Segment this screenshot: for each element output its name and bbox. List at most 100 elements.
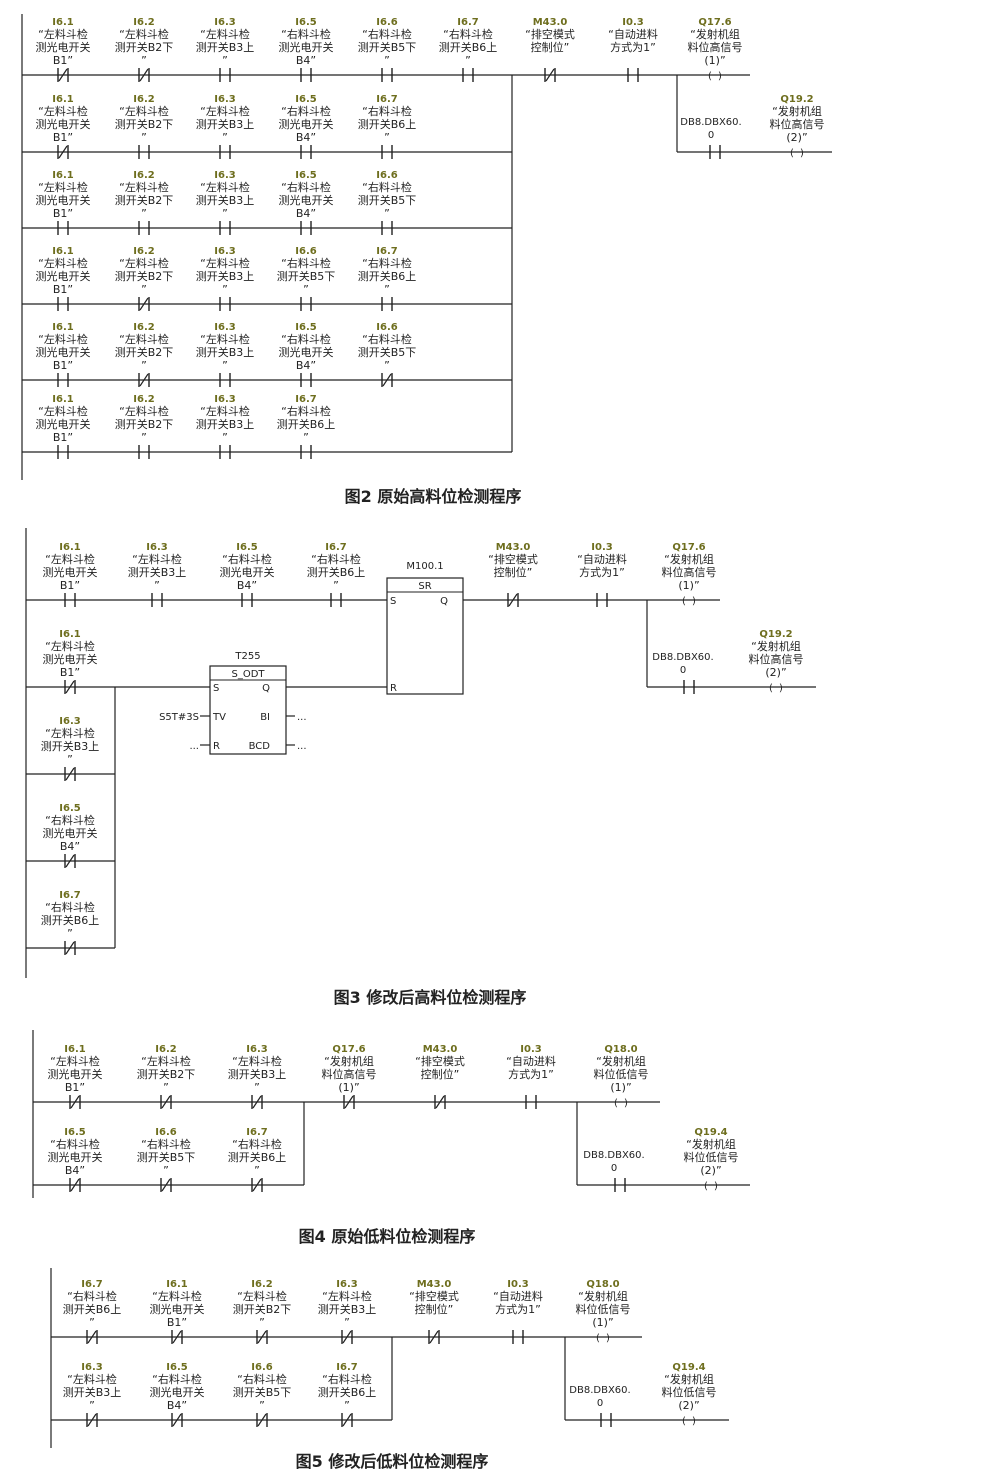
fig5-row1-0-label: 测开关B3上 xyxy=(63,1385,122,1399)
fig4-row1-0-label: 测光电开关 xyxy=(48,1150,103,1164)
fig4-row0-2-nc-slash xyxy=(252,1095,262,1109)
fig3-timer-pin-tv: TV xyxy=(212,712,226,723)
fig3-reset2-nc-slash xyxy=(65,854,75,868)
fig3-set-2-label: 测光电开关 xyxy=(220,565,275,579)
fig5-coil-branch-label: “发射机组 xyxy=(664,1372,714,1386)
fig3-coil-branch-db-bit: 0 xyxy=(680,665,686,676)
fig3-sr-addr: M100.1 xyxy=(406,561,443,572)
fig2-row3-4-address: I6.7 xyxy=(376,246,397,257)
fig3-series1-address: I0.3 xyxy=(591,542,612,553)
fig3-reset3-label: “右料斗检 xyxy=(45,900,95,914)
fig2-row0-1-label: ” xyxy=(141,54,147,67)
fig2-row4-1-address: I6.2 xyxy=(133,322,154,333)
fig2-row2-4-label: 测开关B5下 xyxy=(358,193,417,207)
fig3-series1-label: 方式为1” xyxy=(579,565,625,579)
fig3-timer-pin-bcd: BCD xyxy=(249,741,271,752)
fig3-frame xyxy=(25,528,648,978)
fig2-row1-4-address: I6.7 xyxy=(376,94,397,105)
fig5-coil-branch-label: (2)” xyxy=(678,1399,699,1412)
fig4-row1-0-label: “右料斗检 xyxy=(50,1137,100,1151)
fig2-row3-3-label: ” xyxy=(303,283,309,296)
fig3-coil-branch-label: (2)” xyxy=(765,666,786,679)
fig2-row3-1-nc-slash xyxy=(139,297,149,311)
fig5-row1-2-address: I6.6 xyxy=(251,1362,272,1373)
fig5-row1-2-label: 测开关B5下 xyxy=(233,1385,292,1399)
fig5-series1-address: I0.3 xyxy=(507,1279,528,1290)
fig4-row1-2-label: 测开关B6上 xyxy=(228,1150,287,1164)
fig3-coil-branch-label: 料位高信号 xyxy=(749,652,804,666)
fig5-row1-0-address: I6.3 xyxy=(81,1362,102,1373)
fig2-row4-2-label: “左料斗检 xyxy=(200,332,250,346)
fig2-row2-0-address: I6.1 xyxy=(52,170,73,181)
fig2-row3-2-address: I6.3 xyxy=(214,246,235,257)
fig5-coil-branch-coil-close: ) xyxy=(692,1416,696,1427)
fig2-row2-1-label: “左料斗检 xyxy=(119,180,169,194)
fig2-row3-2-label: ” xyxy=(222,283,228,296)
fig4-row0-0-label: “左料斗检 xyxy=(50,1054,100,1068)
fig5-row1-2-label: “右料斗检 xyxy=(237,1372,287,1386)
fig4-coil-branch-label: (2)” xyxy=(700,1164,721,1177)
fig4-series0-nc-slash xyxy=(344,1095,354,1109)
fig2-row3-0-label: 测光电开关 xyxy=(36,269,91,283)
fig2-row0-3-label: 测光电开关 xyxy=(279,40,334,54)
fig4-series1-address: M43.0 xyxy=(423,1044,458,1055)
fig3-reset3-nc-slash xyxy=(65,941,75,955)
fig5-row0-2-nc-slash xyxy=(257,1330,267,1344)
fig3-coil-main-label: (1)” xyxy=(678,579,699,592)
fig2-row5-0-address: I6.1 xyxy=(52,394,73,405)
fig2-row2-2-label: “左料斗检 xyxy=(200,180,250,194)
fig4-row0-0-address: I6.1 xyxy=(64,1044,85,1055)
fig2-row1-3-label: B4” xyxy=(296,131,316,144)
fig5-row0-0-nc-slash xyxy=(87,1330,97,1344)
fig4-coil-main-coil-open: ( xyxy=(614,1098,618,1109)
fig4-row0-0-nc-slash xyxy=(70,1095,80,1109)
fig4-series1-nc-slash xyxy=(435,1095,445,1109)
fig3-set-1-label: ” xyxy=(154,579,160,592)
fig2-row4-2-label: ” xyxy=(222,359,228,372)
fig4-series1-label: “排空模式 xyxy=(415,1054,465,1068)
fig2-row4-1-nc-slash xyxy=(139,373,149,387)
fig3-set-1-address: I6.3 xyxy=(146,542,167,553)
fig3-coil-branch-db-address: DB8.DBX60. xyxy=(652,652,713,663)
fig3-timer-pin-bi: BI xyxy=(260,712,270,723)
fig4-row0-2-address: I6.3 xyxy=(246,1044,267,1055)
fig4-coil-main-label: “发射机组 xyxy=(596,1054,646,1068)
fig3-reset0-nc-slash xyxy=(65,680,75,694)
fig4-coil-branch-coil-close: ) xyxy=(714,1181,718,1192)
fig2-row3-0-address: I6.1 xyxy=(52,246,73,257)
fig3-reset0-label: B1” xyxy=(60,666,80,679)
fig2-row5-3-label: 测开关B6上 xyxy=(277,417,336,431)
fig2-series0-address: M43.0 xyxy=(533,17,568,28)
fig5-row0-1-label: B1” xyxy=(167,1316,187,1329)
fig2-row0-5-label: “右料斗检 xyxy=(443,27,493,41)
fig2-row3-2-label: “左料斗检 xyxy=(200,256,250,270)
fig2-coil-branch-coil-close: ) xyxy=(800,148,804,159)
fig5-row0-2-label: ” xyxy=(259,1316,265,1329)
fig2-row4-3-label: 测光电开关 xyxy=(279,345,334,359)
fig2-series1-label: “自动进料 xyxy=(608,27,658,41)
fig2-row4-0-address: I6.1 xyxy=(52,322,73,333)
fig2-coil-main-coil-open: ( xyxy=(708,71,712,82)
fig2-row0-1-label: “左料斗检 xyxy=(119,27,169,41)
fig3-sr-box xyxy=(386,577,464,695)
fig5-row1-2-label: ” xyxy=(259,1399,265,1412)
fig2-row5-2-address: I6.3 xyxy=(214,394,235,405)
fig2-row0-4-address: I6.6 xyxy=(376,17,397,28)
fig2-row0-5-address: I6.7 xyxy=(457,17,478,28)
fig2-row4-4-label: “右料斗检 xyxy=(362,332,412,346)
fig2-row2-2-label: 测开关B3上 xyxy=(196,193,255,207)
fig5-row0-0-label: 测开关B6上 xyxy=(63,1302,122,1316)
fig3-set-3-address: I6.7 xyxy=(325,542,346,553)
fig4-row0-2-label: 测开关B3上 xyxy=(228,1067,287,1081)
fig2-row1-0-label: “左料斗检 xyxy=(38,104,88,118)
fig2-row2-0-label: 测光电开关 xyxy=(36,193,91,207)
ladder-elements: I6.1“左料斗检测光电开关B1”I6.2“左料斗检测开关B2下”I6.3“左料… xyxy=(22,17,832,1427)
fig5-series0-label: 控制位” xyxy=(415,1302,454,1316)
fig2-row1-4-label: “右料斗检 xyxy=(362,104,412,118)
fig2-row2-3-label: B4” xyxy=(296,207,316,220)
fig5-row1-1-nc-slash xyxy=(172,1413,182,1427)
fig2-row4-2-address: I6.3 xyxy=(214,322,235,333)
fig3-set-3-label: 测开关B6上 xyxy=(307,565,366,579)
fig2-coil-main-label: “发射机组 xyxy=(690,27,740,41)
